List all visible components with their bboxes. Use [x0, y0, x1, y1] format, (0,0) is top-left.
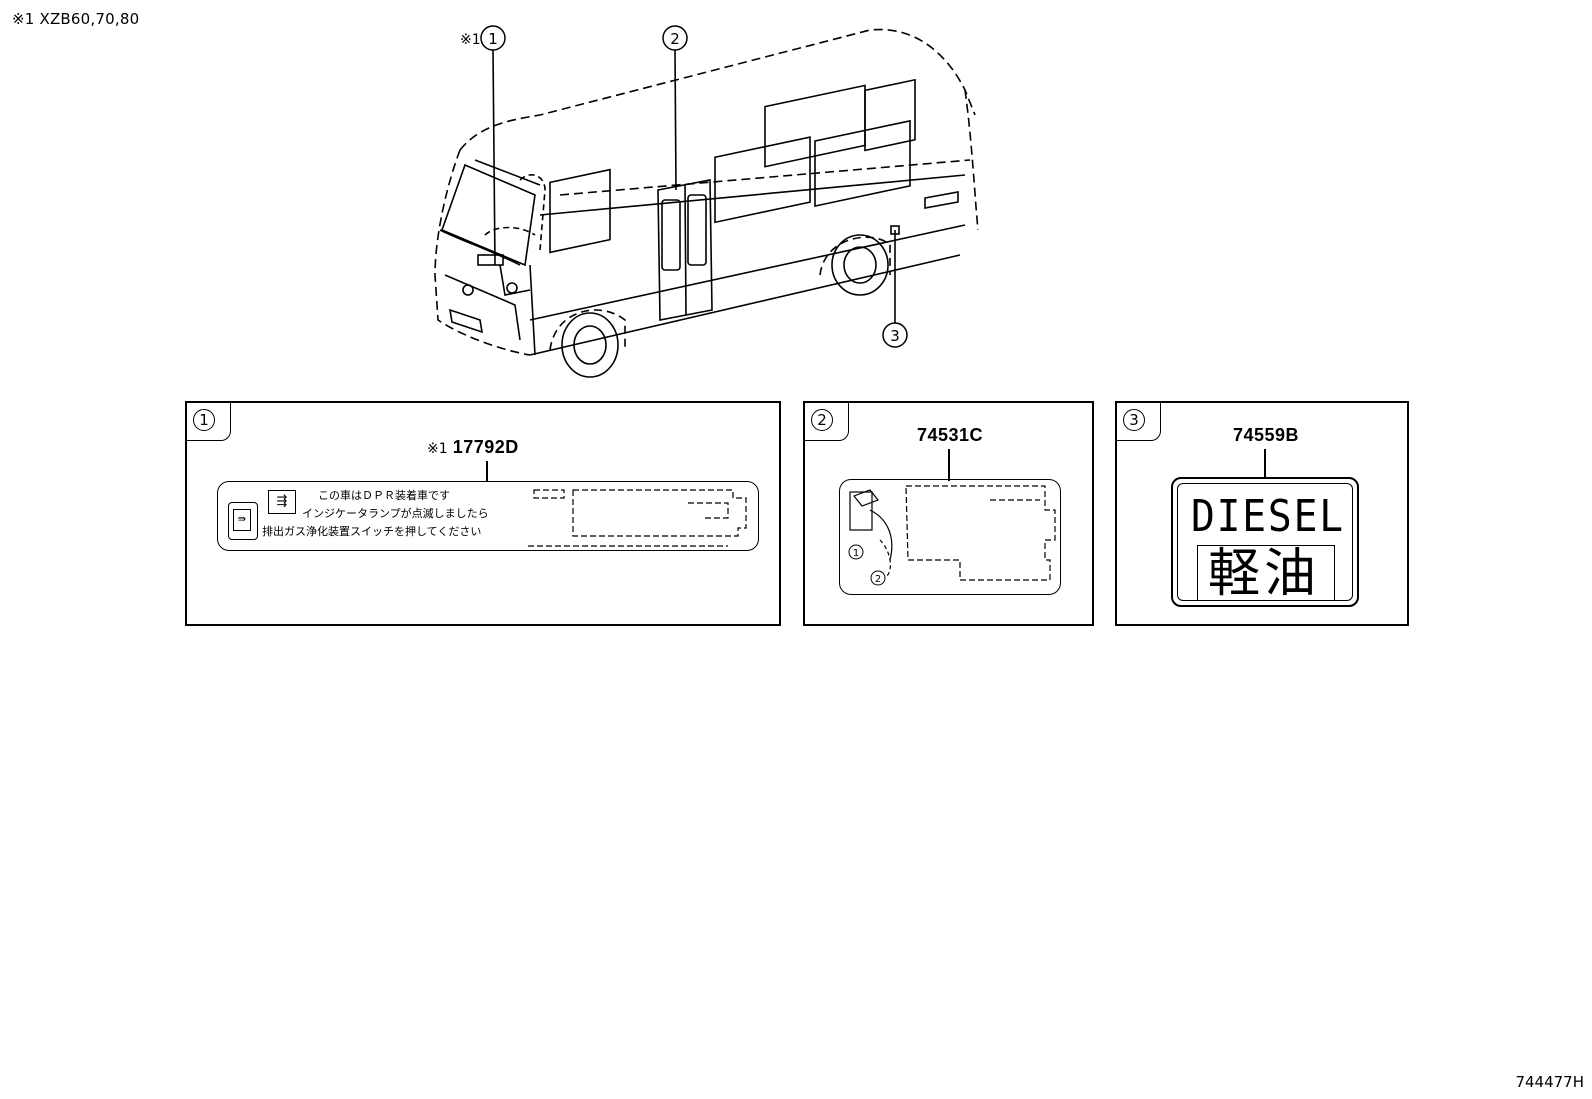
callout-1: 1 ※1	[460, 25, 506, 51]
leader-line	[948, 449, 950, 481]
indicator-lamp-icon: ⇶	[268, 490, 296, 514]
callout-2: 2	[662, 25, 688, 51]
panel-3-diesel-label: 3 74559B DIESEL 軽油	[1115, 401, 1409, 626]
part-number: 17792D	[452, 437, 519, 457]
svg-text:2: 2	[670, 30, 680, 48]
kanji-box: 軽油	[1197, 545, 1335, 601]
panel-1-dpr-label: 1 ※1 17792D ⇛ ⇶ この車はＤＰＲ装着車です インジケータランプが点…	[185, 401, 781, 626]
svg-text:1: 1	[853, 548, 859, 559]
svg-text:1: 1	[488, 30, 498, 48]
svg-text:3: 3	[890, 327, 900, 345]
decal-dashed-area	[528, 489, 747, 547]
decal-line-2: インジケータランプが点滅しましたら	[302, 507, 489, 520]
panel-number: 1	[193, 409, 215, 431]
svg-text:※1: ※1	[460, 32, 481, 48]
dpr-decal: ⇛ ⇶ この車はＤＰＲ装着車です インジケータランプが点滅しましたら 排出ガス浄…	[217, 481, 759, 551]
label-decal: 1 2	[839, 479, 1061, 595]
leader-line	[1264, 449, 1266, 479]
leader-line	[486, 461, 488, 481]
panel-tab: 3	[1115, 401, 1161, 441]
decal-diagram: 1 2	[848, 485, 1056, 586]
panel-2-label: 2 74531C 1 2	[803, 401, 1094, 626]
part-number: 74531C	[917, 425, 984, 445]
panel-number: 3	[1123, 409, 1145, 431]
kanji-text: 軽油	[1208, 545, 1321, 601]
part-number-line: ※1 17792D	[427, 437, 519, 458]
part-number: 74559B	[1233, 425, 1300, 445]
panel-tab: 1	[185, 401, 231, 441]
svg-text:2: 2	[875, 574, 881, 585]
diagram-id: 744477H	[1515, 1073, 1584, 1091]
fuel-decal: DIESEL 軽油	[1171, 477, 1359, 607]
bus-illustration: 1 ※1 2 3	[434, 25, 979, 378]
footnote: ※1 XZB60,70,80	[12, 10, 140, 28]
part-note: ※1	[427, 441, 448, 457]
decal-line-3: 排出ガス浄化装置スイッチを押してください	[262, 525, 482, 538]
dpr-switch-icon: ⇛	[228, 502, 258, 540]
diesel-text: DIESEL	[1191, 491, 1345, 542]
panel-number: 2	[811, 409, 833, 431]
callout-3: 3	[882, 322, 908, 348]
decal-line-1: この車はＤＰＲ装着車です	[318, 489, 450, 502]
panel-tab: 2	[803, 401, 849, 441]
